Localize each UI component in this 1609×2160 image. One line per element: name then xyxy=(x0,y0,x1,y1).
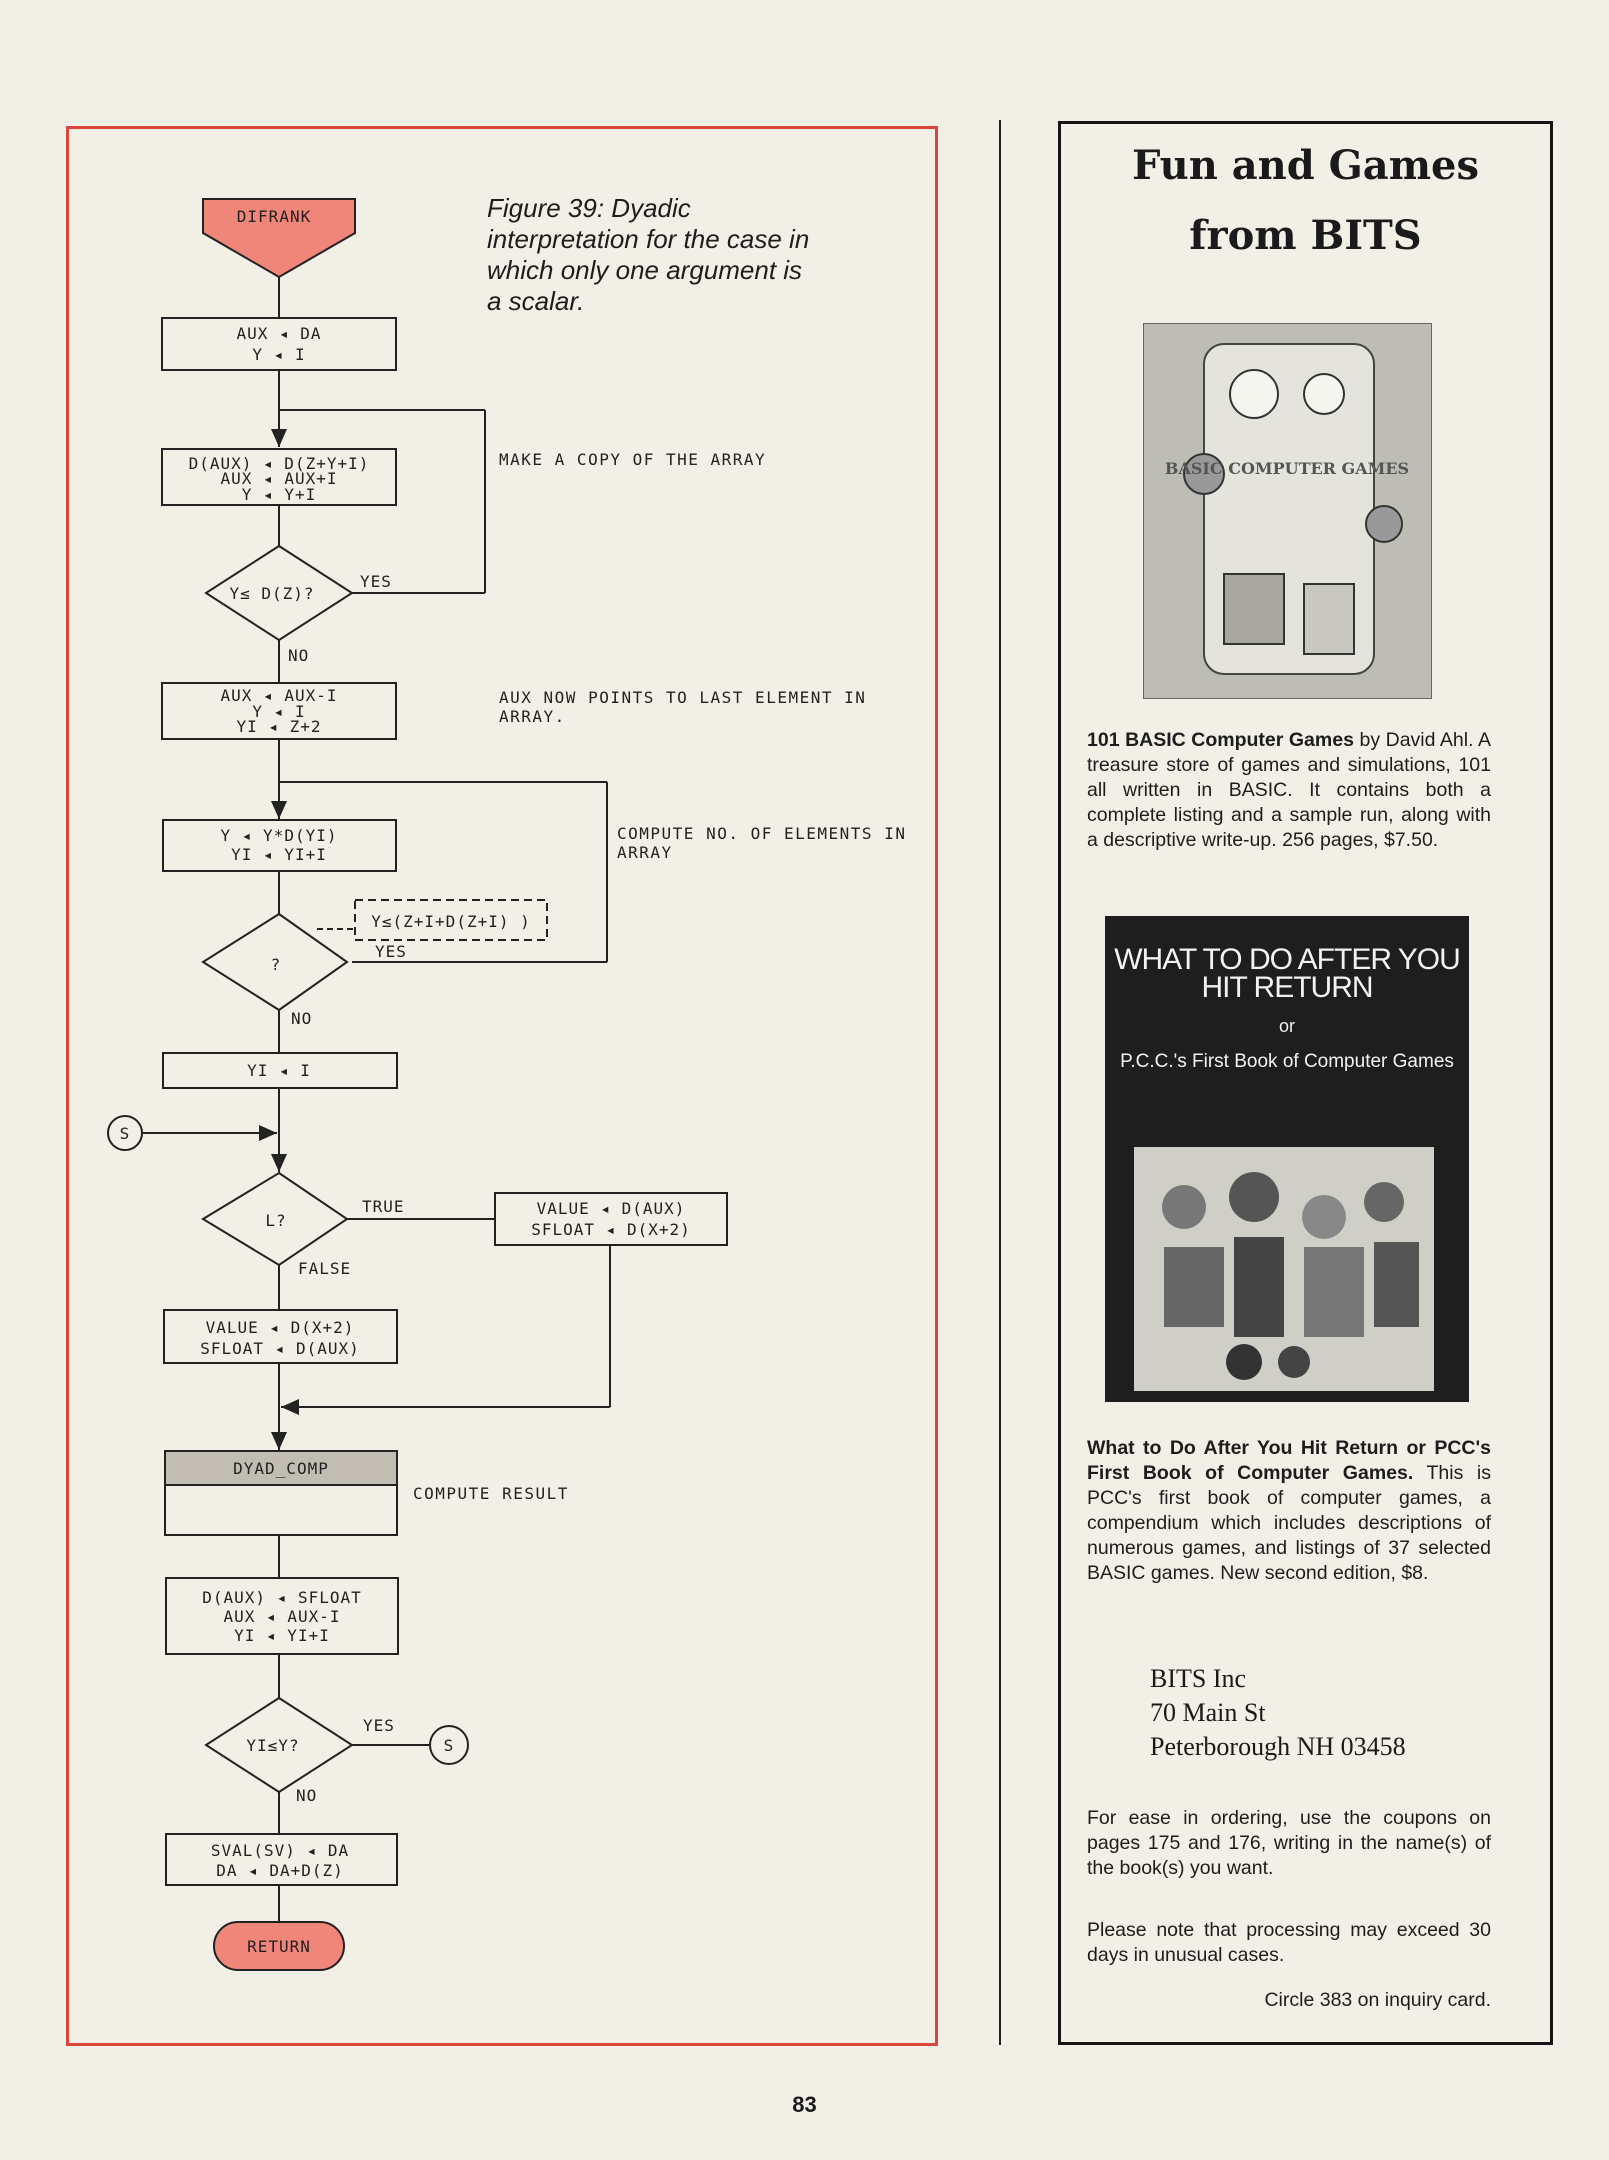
connector-circle xyxy=(429,1725,469,1765)
note-count: COMPUTE NO. OF ELEMENTS IN ARRAY xyxy=(617,824,907,862)
box-line: D(AUX) ◂ D(Z+Y+I) xyxy=(189,454,370,473)
no-label: NO xyxy=(288,646,309,665)
book2-description: What to Do After You Hit Return or PCC's… xyxy=(1087,1436,1491,1586)
end-label: RETURN xyxy=(247,1937,311,1956)
book2-cover-or: or xyxy=(1278,1016,1295,1036)
true-label: TRUE xyxy=(362,1197,405,1216)
box-line: AUX ◂ DA xyxy=(236,324,321,343)
subroutine-box xyxy=(164,1450,398,1536)
note-copy: MAKE A COPY OF THE ARRAY xyxy=(499,450,767,469)
figure-caption: Figure 39: Dyadic interpretation for the… xyxy=(487,193,810,316)
box-line: D(AUX) ◂ SFLOAT xyxy=(202,1588,362,1607)
box-line: SFLOAT ◂ D(AUX) xyxy=(200,1339,360,1358)
process-box xyxy=(165,1577,399,1655)
ad-title-line: Fun and Games xyxy=(1131,142,1480,189)
false-label: FALSE xyxy=(298,1259,351,1278)
book1-desc: by David Ahl. A treasure store of games … xyxy=(1087,729,1491,851)
box-line: VALUE ◂ D(X+2) xyxy=(206,1318,355,1337)
process-box xyxy=(165,1833,398,1886)
condition-label: Y≤(Z+I+D(Z+I) ) xyxy=(371,912,531,931)
flowchart-frame xyxy=(66,126,938,2046)
box-line: Y ◂ Y*D(YI) xyxy=(221,826,338,845)
book2-cover-subtitle: P.C.C.'s First Book of Computer Games xyxy=(1120,1051,1454,1072)
book-cover-illustration: BASIC COMPUTER GAMES xyxy=(1165,343,1409,675)
decision-label: L? xyxy=(265,1211,286,1230)
book2-cover-illustration xyxy=(1134,1147,1434,1391)
yes-label: YES xyxy=(375,942,407,961)
book2-desc: This is PCC's first book of computer gam… xyxy=(1087,1462,1491,1584)
no-label: NO xyxy=(291,1009,312,1028)
box-line: Y ◂ Y+I xyxy=(242,485,316,504)
connector-label: S xyxy=(444,1736,455,1755)
box-line: Y ◂ I xyxy=(252,345,305,364)
note-result: COMPUTE RESULT xyxy=(413,1484,569,1503)
address-line: BITS Inc xyxy=(1150,1664,1247,1693)
ad-title: Fun and Games from BITS xyxy=(1063,131,1548,271)
box-line: AUX ◂ AUX-I xyxy=(221,686,338,705)
decision-label: YI≤Y? xyxy=(246,1736,299,1755)
box-line: AUX ◂ AUX+I xyxy=(221,469,338,488)
process-box xyxy=(163,1309,398,1364)
book1-description: 101 BASIC Computer Games by David Ahl. A… xyxy=(1087,728,1491,853)
address-line: 70 Main St xyxy=(1150,1698,1266,1727)
book-cover-basic-games: BASIC COMPUTER GAMES xyxy=(1143,323,1432,699)
box-line: YI ◂ I xyxy=(247,1061,311,1080)
note-aux: AUX NOW POINTS TO LAST ELEMENT IN ARRAY. xyxy=(499,688,867,726)
subroutine-header xyxy=(164,1450,398,1486)
start-label: DIFRANK xyxy=(237,207,311,226)
book2-cover-title: WHAT TO DO AFTER YOU HIT RETURN xyxy=(1114,943,1461,1004)
box-line: YI ◂ YI+I xyxy=(231,845,327,864)
subroutine-label: DYAD_COMP xyxy=(233,1459,329,1478)
no-label: NO xyxy=(296,1786,317,1805)
box-line: Y ◂ I xyxy=(252,702,305,721)
book2-title: What to Do After You Hit Return or PCC's… xyxy=(1087,1437,1491,1484)
box-line: AUX ◂ AUX-I xyxy=(224,1607,341,1626)
box-line: VALUE ◂ D(AUX) xyxy=(537,1199,686,1218)
box-line: SFLOAT ◂ D(X+2) xyxy=(531,1220,691,1239)
advertisement-frame xyxy=(1058,121,1553,2045)
book-cover-title: BASIC COMPUTER GAMES xyxy=(1165,459,1409,478)
yes-label: YES xyxy=(363,1716,395,1735)
publisher-address: BITS Inc 70 Main St Peterborough NH 0345… xyxy=(1150,1662,1406,1764)
processing-note: Please note that processing may exceed 3… xyxy=(1087,1919,1491,1966)
decision-label: ? xyxy=(271,955,282,974)
book1-title: 101 BASIC Computer Games xyxy=(1087,729,1354,751)
box-line: YI ◂ YI+I xyxy=(234,1626,330,1645)
ordering-note: For ease in ordering, use the coupons on… xyxy=(1087,1807,1491,1879)
column-divider xyxy=(999,120,1001,2045)
ad-title-line: from BITS xyxy=(1189,212,1422,259)
book-cover-after-return: WHAT TO DO AFTER YOU HIT RETURN or P.C.C… xyxy=(1105,916,1469,1402)
box-line: SVAL(SV) ◂ DA xyxy=(211,1841,349,1860)
end-terminal xyxy=(213,1921,345,1971)
connector-label: S xyxy=(120,1124,131,1143)
yes-label: YES xyxy=(360,572,392,591)
inquiry-note: Circle 383 on inquiry card. xyxy=(1264,1989,1491,2011)
address-line: Peterborough NH 03458 xyxy=(1150,1732,1406,1761)
page-number: 83 xyxy=(792,2092,817,2117)
box-line: YI ◂ Z+2 xyxy=(236,717,321,736)
box-line: DA ◂ DA+D(Z) xyxy=(216,1861,344,1880)
start-terminal xyxy=(202,198,356,279)
decision-label: Y≤ D(Z)? xyxy=(229,584,314,603)
